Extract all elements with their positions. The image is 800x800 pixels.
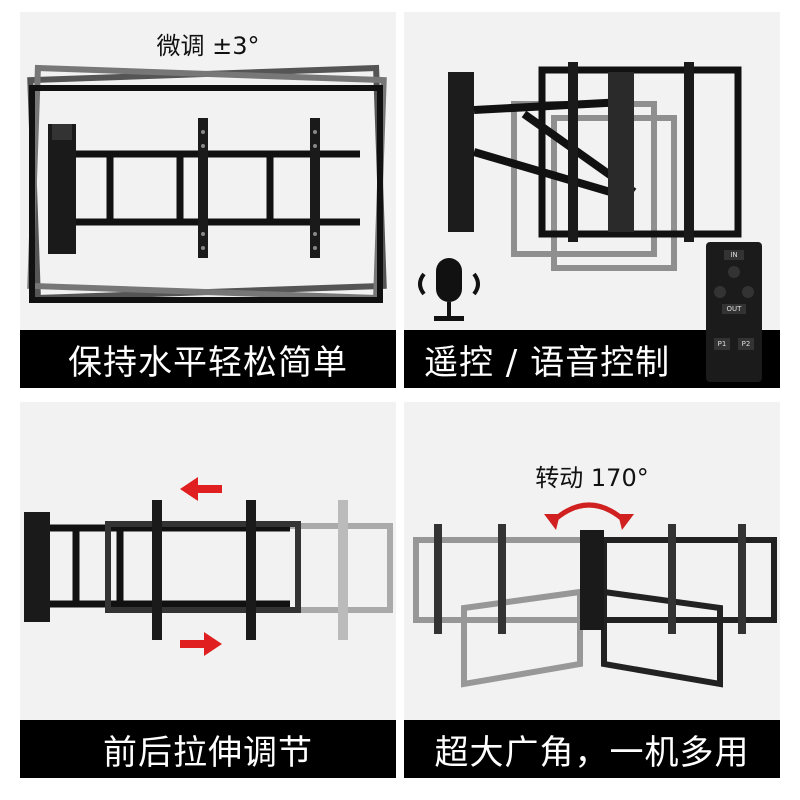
caption-wide-angle: 超大广角，一机多用 — [404, 720, 780, 778]
remote-p2-button[interactable]: P2 — [738, 338, 754, 350]
extend-illustration — [24, 477, 393, 656]
remote-right-button[interactable] — [742, 286, 754, 298]
remote-in-button[interactable]: IN — [724, 250, 744, 260]
fine-tune-illustration — [27, 64, 387, 303]
remote-out-button[interactable]: OUT — [722, 304, 746, 314]
remote-control: IN OUT P1 P2 — [706, 242, 762, 382]
remote-illustration — [418, 62, 742, 321]
caption-extend: 前后拉伸调节 — [20, 720, 396, 778]
panel-fine-tune: 微调 ±3° — [20, 12, 396, 388]
remote-p1-button[interactable]: P1 — [714, 338, 730, 350]
rotate-note: 转动 170° — [535, 464, 649, 492]
arrow-right-icon — [180, 632, 222, 656]
remote-left-button[interactable] — [714, 286, 726, 298]
caption-keep-level: 保持水平轻松简单 — [20, 330, 396, 388]
rotate-arrow-icon — [550, 502, 628, 524]
panel-extend: 前后拉伸调节 — [20, 402, 396, 778]
fine-tune-note: 微调 ±3° — [156, 32, 260, 60]
remote-up-button[interactable] — [728, 266, 740, 278]
rotate-illustration — [413, 502, 777, 688]
microphone-icon — [418, 258, 480, 321]
panel-remote-voice: IN OUT P1 P2 遥控 / 语音控制 — [404, 12, 780, 388]
arrow-left-icon — [180, 477, 222, 501]
panel-rotate: 转动 170° 超大广角，一机多 — [404, 402, 780, 778]
